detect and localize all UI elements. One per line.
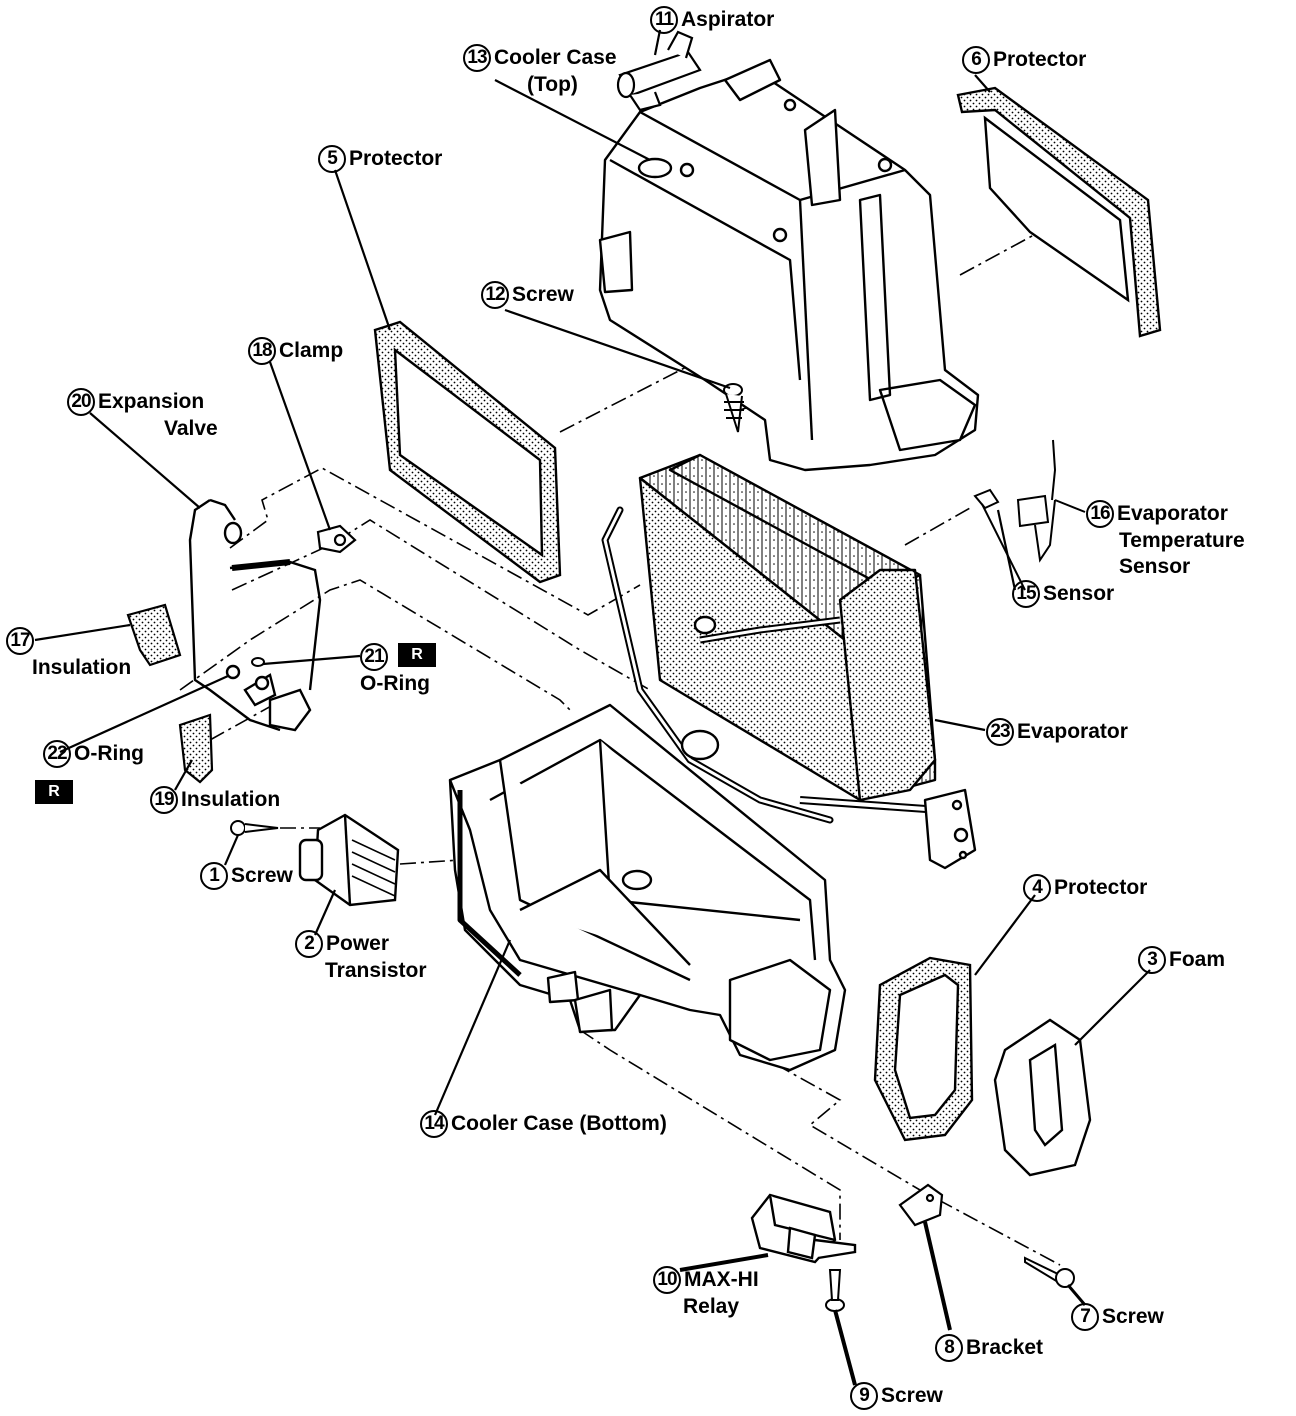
replace-badge-22: R — [35, 780, 73, 804]
evaporator-temperature-sensor — [1016, 439, 1086, 563]
protector-6 — [956, 86, 1162, 338]
evaporator — [601, 453, 977, 870]
max-hi-relay — [679, 1193, 857, 1272]
replace-badge-21: R — [398, 643, 436, 667]
leader-lines — [34, 29, 1151, 1116]
screw-1 — [230, 820, 279, 836]
cooler-case-bottom — [448, 703, 847, 1072]
insulation-17 — [126, 603, 182, 667]
screw-7 — [1024, 1256, 1087, 1306]
cooler-case-top — [598, 58, 980, 472]
screw-9 — [825, 1269, 857, 1386]
foam — [993, 1018, 1092, 1177]
aspirator — [616, 30, 702, 112]
power-transistor — [298, 813, 400, 907]
sensor-15 — [973, 488, 1026, 591]
protector-5 — [373, 320, 562, 584]
screw-12 — [723, 383, 744, 433]
bracket — [898, 1183, 952, 1331]
protector-4 — [873, 956, 974, 1142]
clamp — [316, 524, 357, 554]
expansion-valve — [188, 498, 322, 732]
o-rings — [251, 657, 265, 667]
